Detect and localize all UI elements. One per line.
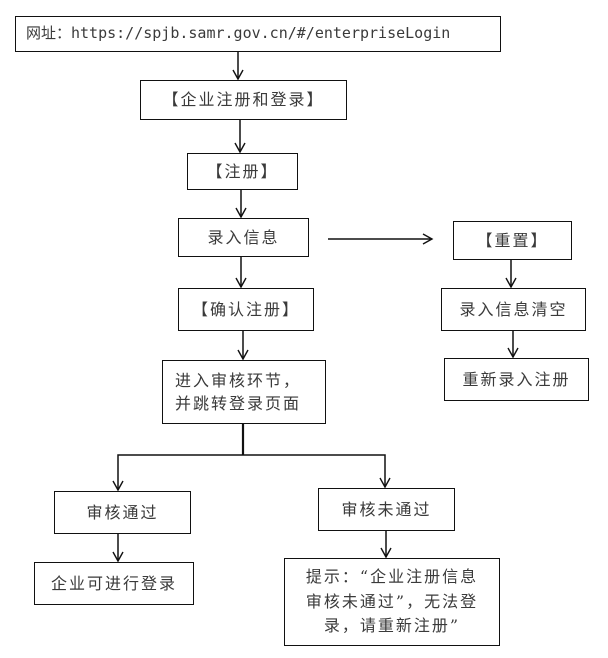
node-enter-info-text: 录入信息 xyxy=(207,227,280,247)
node-review-text: 进入审核环节， 并跳转登录页面 xyxy=(175,370,302,413)
node-hint-text: 提示：“企业注册信息 审核未通过”，无法登 录，请重新注册” xyxy=(305,566,479,636)
node-url-text: 网址：https://spjb.samr.gov.cn/#/enterprise… xyxy=(26,24,451,43)
node-url: 网址：https://spjb.samr.gov.cn/#/enterprise… xyxy=(15,16,501,52)
node-can-login: 企业可进行登录 xyxy=(34,562,194,605)
node-confirm-register-text: 【确认注册】 xyxy=(191,299,300,319)
node-clear-info-text: 录入信息清空 xyxy=(459,299,568,319)
node-register: 【注册】 xyxy=(187,153,298,190)
node-review-passed-text: 审核通过 xyxy=(86,502,159,522)
node-reset: 【重置】 xyxy=(453,221,572,260)
node-review-passed: 审核通过 xyxy=(54,491,191,534)
node-enter-info: 录入信息 xyxy=(178,218,309,257)
node-confirm-register: 【确认注册】 xyxy=(178,288,314,331)
node-review-failed: 审核未通过 xyxy=(318,488,455,531)
node-clear-info: 录入信息清空 xyxy=(441,288,586,331)
node-register-login-text: 【企业注册和登录】 xyxy=(162,90,325,110)
node-register-login: 【企业注册和登录】 xyxy=(140,80,347,120)
node-reenter: 重新录入注册 xyxy=(444,358,589,401)
node-reset-text: 【重置】 xyxy=(476,230,549,250)
arrow-review-to-passed xyxy=(112,454,243,492)
node-review-failed-text: 审核未通过 xyxy=(341,499,432,519)
node-reenter-text: 重新录入注册 xyxy=(462,369,571,389)
node-review: 进入审核环节， 并跳转登录页面 xyxy=(162,360,326,424)
arrow-review-to-failed xyxy=(243,454,391,489)
node-hint: 提示：“企业注册信息 审核未通过”，无法登 录，请重新注册” xyxy=(284,558,500,646)
node-can-login-text: 企业可进行登录 xyxy=(50,573,177,593)
node-register-text: 【注册】 xyxy=(206,161,279,181)
